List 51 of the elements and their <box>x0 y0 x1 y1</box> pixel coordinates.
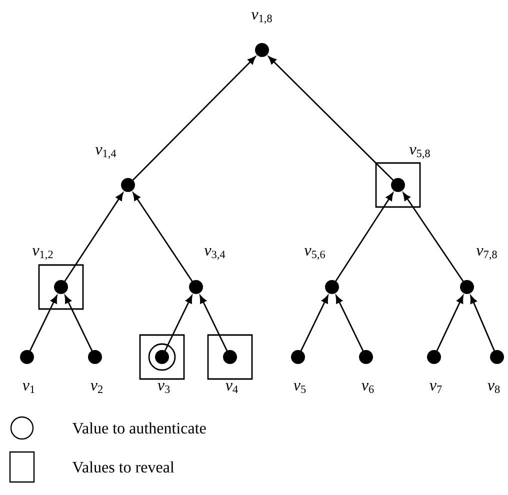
node-label: v$_{2}$ <box>90 383 102 393</box>
tree-node-dot <box>359 350 373 364</box>
arrow <box>132 56 256 182</box>
arrow <box>64 192 124 282</box>
tree-node-dot <box>121 178 135 192</box>
tree-node-dot <box>490 350 504 364</box>
arrow <box>268 56 394 182</box>
tree-node-dot <box>255 43 269 57</box>
arrow <box>334 192 394 282</box>
arrow <box>436 295 464 352</box>
node-label: v$_{4}$ <box>226 383 238 393</box>
square-marker <box>375 162 421 208</box>
node-label: v$_{6}$ <box>362 382 374 394</box>
arrow <box>336 295 364 352</box>
square-marker <box>38 264 84 310</box>
tree-node-dot <box>325 280 339 294</box>
node-label: v$_{7}$ <box>430 383 442 393</box>
arrow <box>64 295 93 352</box>
arrow <box>300 295 328 352</box>
node-label: v$_{1,8}$ <box>251 12 272 24</box>
tree-node-dot <box>54 280 68 294</box>
node-label: v$_{5}$ <box>294 382 306 394</box>
tree-node-dot <box>223 350 237 364</box>
node-label: v$_{5,8}$ <box>409 147 430 159</box>
arrow <box>200 295 228 352</box>
tree-node-dot <box>189 280 203 294</box>
node-label: v$_{1,4}$ <box>95 147 116 159</box>
legend-text: Value to authenticate <box>72 422 206 434</box>
tree-node-dot <box>391 178 405 192</box>
node-label: v$_{7,8}$ <box>476 248 497 260</box>
tree-node-dot <box>291 350 305 364</box>
square-marker <box>207 334 253 380</box>
arrow <box>29 295 58 352</box>
arrow <box>164 295 192 352</box>
node-label: v$_{8}$ <box>488 382 500 394</box>
node-label: v$_{3}$ <box>158 382 170 394</box>
node-label: v$_{1,2}$ <box>32 248 53 260</box>
tree-node-dot <box>88 350 102 364</box>
arrow <box>402 192 464 282</box>
node-label: v$_{1}$ <box>22 383 34 393</box>
node-label: v$_{3,4}$ <box>204 248 226 260</box>
tree-node-dot <box>460 280 474 294</box>
arrow <box>470 295 496 352</box>
tree-node-dot <box>20 350 34 364</box>
node-label: v$_{5,6}$ <box>304 248 325 260</box>
square-marker <box>139 334 185 380</box>
arrow <box>132 192 194 282</box>
legend-text: Values to reveal <box>72 461 174 473</box>
tree-node-dot <box>155 350 169 364</box>
tree-node-dot <box>427 350 441 364</box>
circle-marker <box>148 343 176 371</box>
